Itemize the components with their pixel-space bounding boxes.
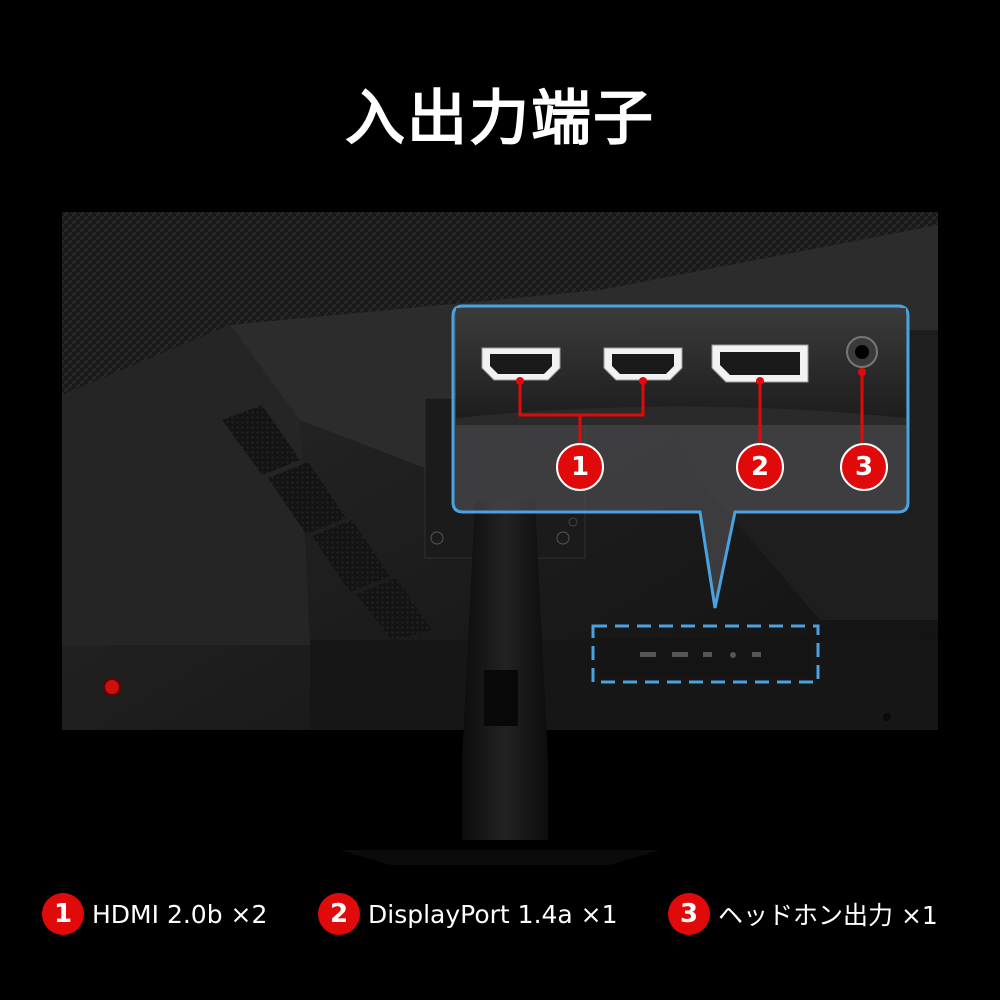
vesa-screw-icon xyxy=(556,531,570,545)
cable-hole xyxy=(484,670,518,726)
legend-item-headphone: 3 ヘッドホン出力 ×1 xyxy=(668,890,938,938)
vent-strip xyxy=(222,405,300,475)
panel-edge xyxy=(456,406,906,425)
displayport-icon xyxy=(711,344,809,383)
legend-label: ヘッドホン出力 ×1 xyxy=(718,901,938,930)
kensington-lock-icon xyxy=(883,713,891,721)
headphone-jack-icon xyxy=(846,336,878,368)
callout-number: 3 xyxy=(840,443,888,491)
port-legend: 1 HDMI 2.0b ×2 2 DisplayPort 1.4a ×1 3 ヘ… xyxy=(0,890,1000,938)
stand-base xyxy=(340,850,660,865)
port-icon xyxy=(752,652,761,657)
displayport-icon xyxy=(703,652,712,657)
legend-label: DisplayPort 1.4a ×1 xyxy=(368,899,618,929)
connector-dot xyxy=(639,377,647,385)
page-title: 入出力端子 xyxy=(345,84,655,154)
headphone-jack-icon xyxy=(730,652,736,658)
io-strip xyxy=(600,638,810,678)
connector-dot xyxy=(858,368,866,376)
legend-item-displayport: 2 DisplayPort 1.4a ×1 xyxy=(318,890,618,938)
hdmi-port-icon xyxy=(603,347,683,381)
connector-dot xyxy=(516,377,524,385)
callout-number: 2 xyxy=(736,443,784,491)
legend-item-hdmi: 1 HDMI 2.0b ×2 xyxy=(42,890,267,938)
legend-number: 2 xyxy=(318,893,360,935)
hdmi-port-icon xyxy=(640,652,656,657)
power-button-icon[interactable] xyxy=(103,678,121,696)
vent-strip xyxy=(268,462,346,534)
connector-lines xyxy=(518,370,864,448)
hdmi-port-icon xyxy=(481,347,561,381)
legend-number: 1 xyxy=(42,893,84,935)
vesa-screw-icon xyxy=(568,517,578,527)
vesa-screw-icon xyxy=(430,531,444,545)
hdmi-port-icon xyxy=(672,652,688,657)
io-highlight-box xyxy=(591,624,820,684)
legend-label: HDMI 2.0b ×2 xyxy=(92,899,268,929)
rear-facet-left xyxy=(62,325,310,645)
legend-number: 3 xyxy=(668,893,710,935)
callout-number: 1 xyxy=(556,443,604,491)
vent-strip xyxy=(356,578,432,640)
vent-strip xyxy=(312,520,390,592)
connector-dot xyxy=(756,377,764,385)
carbon-texture-panel xyxy=(62,212,938,395)
